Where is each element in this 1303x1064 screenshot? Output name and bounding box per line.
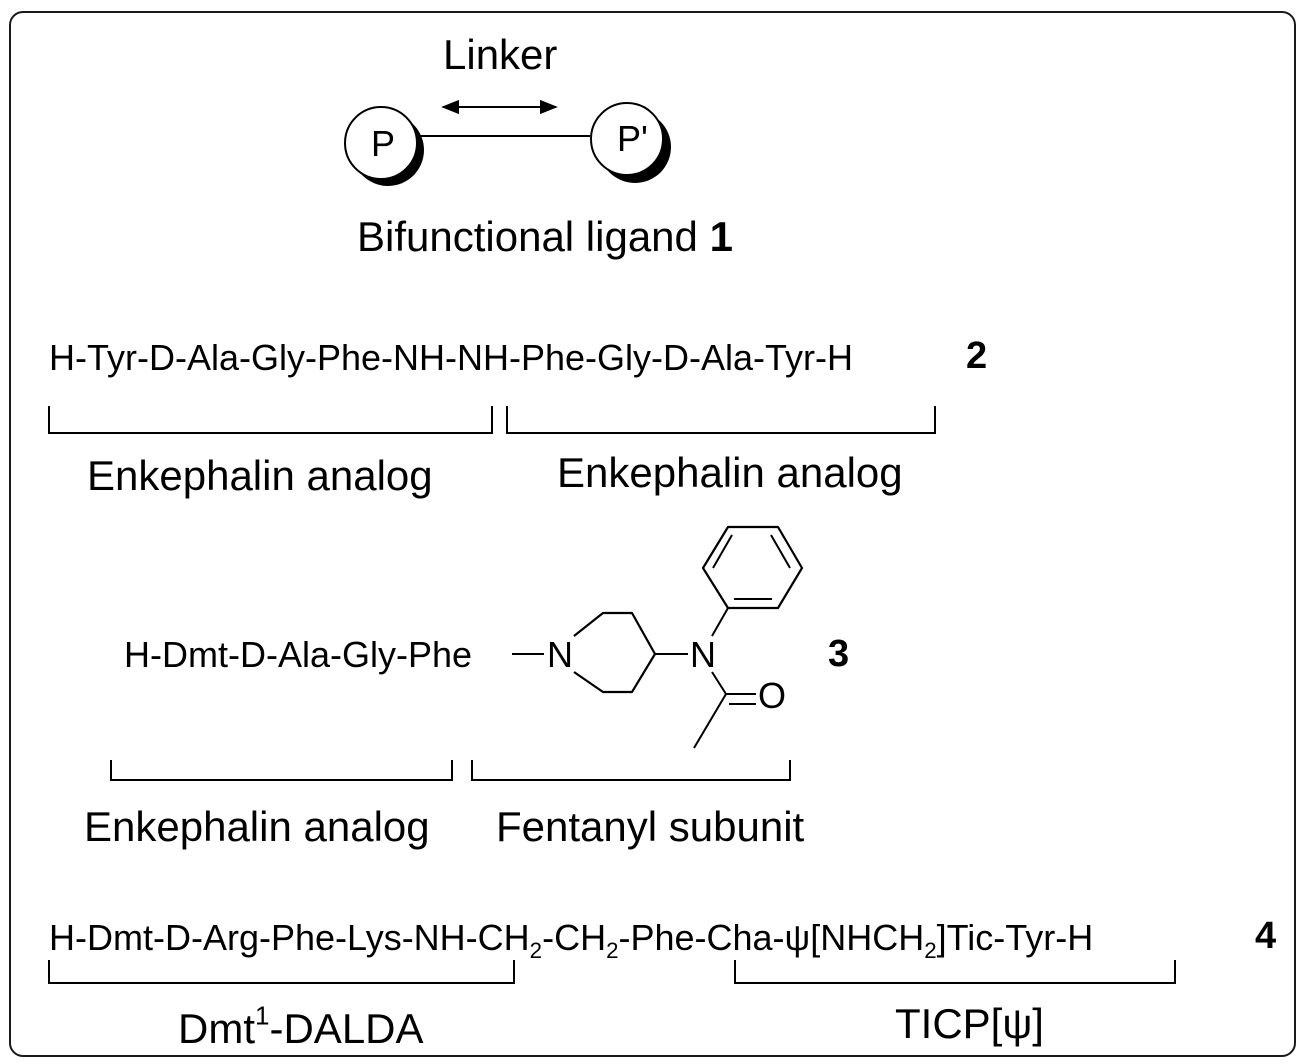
amide-n-atom: N — [690, 634, 716, 675]
compound-2-number: 2 — [966, 335, 988, 377]
figure-frame — [9, 11, 1296, 1057]
compound-4-left-suffix: -DALDA — [269, 1005, 424, 1052]
compound-4-sub2: 2 — [606, 937, 619, 963]
bracket-4-left — [48, 960, 515, 984]
phenyl-double-2 — [770, 534, 791, 569]
compound-4-sequence: H-Dmt-D-Arg-Phe-Lys-NH-CH2-CH2-Phe-Cha-ψ… — [49, 917, 1094, 962]
compound-4-left-sup: 1 — [255, 1000, 270, 1031]
compound-4-left-label: Dmt1-DALDA — [178, 1002, 424, 1052]
bond-methyl — [693, 693, 727, 749]
node-p-prime-circle — [590, 102, 664, 176]
bond-n-carbonyl — [711, 671, 727, 695]
compound-4-right-label: TICP[ψ] — [895, 1000, 1044, 1047]
ligand-1-caption-text: Bifunctional ligand — [357, 213, 698, 260]
compound-4-seq-part1: H-Dmt-D-Arg-Phe-Lys-NH-CH — [49, 917, 530, 958]
compound-2-left-label: Enkephalin analog — [87, 452, 433, 499]
bracket-2-right — [506, 406, 936, 434]
compound-4-left-prefix: Dmt — [178, 1005, 255, 1052]
linker-label: Linker — [443, 31, 558, 78]
bracket-2-left — [48, 406, 493, 434]
compound-3-number: 3 — [828, 633, 850, 675]
bracket-4-right — [734, 960, 1176, 984]
compound-4-sub1: 2 — [529, 937, 543, 963]
compound-3-sequence: H-Dmt-D-Ala-Gly-Phe — [124, 634, 473, 675]
node-p-circle — [344, 106, 418, 180]
compound-4-seq-part4: ]Tic-Tyr-H — [936, 917, 1094, 958]
compound-4-sub3: 2 — [924, 937, 937, 963]
compound-2-sequence: H-Tyr-D-Ala-Gly-Phe-NH-NH-Phe-Gly-D-Ala-… — [49, 337, 853, 378]
compound-4-number: 4 — [1255, 915, 1277, 957]
carbonyl-o-atom: O — [758, 675, 787, 716]
piperidine-n-atom: N — [547, 634, 573, 675]
compound-3-right-label: Fentanyl subunit — [496, 803, 805, 850]
ligand-1-number: 1 — [709, 213, 733, 260]
phenyl-ring — [701, 525, 804, 610]
bond-n-phenyl — [711, 607, 729, 637]
bracket-3-left — [110, 760, 453, 781]
compound-2-right-label: Enkephalin analog — [557, 449, 903, 496]
bracket-3-right — [471, 760, 791, 781]
piperidine-ring — [573, 611, 657, 694]
compound-4-seq-part2: -CH — [542, 917, 607, 958]
node-p-label: P — [371, 123, 396, 164]
phenyl-double-3 — [712, 534, 733, 569]
node-p-prime-label: P' — [617, 118, 648, 159]
compound-3-left-label: Enkephalin analog — [84, 803, 430, 850]
compound-4-seq-part3: -Phe-Cha-ψ[NHCH — [618, 917, 925, 958]
ligand-1-caption: Bifunctional ligand 1 — [357, 216, 733, 258]
